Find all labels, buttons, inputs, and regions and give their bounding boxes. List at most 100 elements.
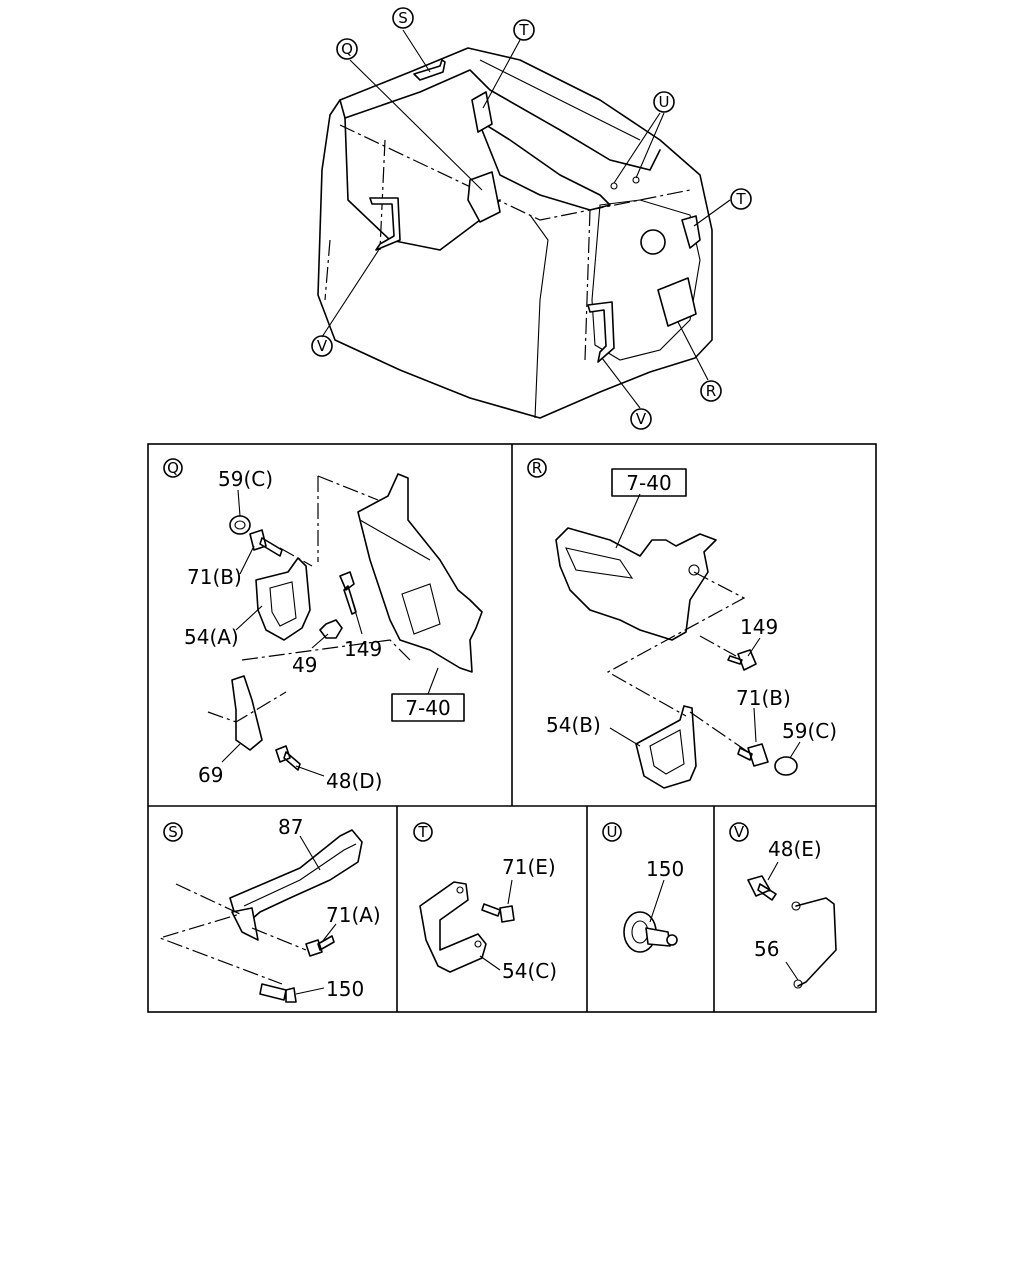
r-leader-7-40 [615, 493, 641, 549]
s-part-71a-bolt [305, 935, 335, 957]
leader-s [402, 29, 431, 73]
panel-t: T 71(E) 54(C) [413, 822, 557, 983]
r-label-71b: 71(B) [736, 686, 791, 710]
callout-s: S [392, 7, 414, 29]
s-guide-2 [251, 927, 307, 951]
overview-bracket-v-bottom [587, 301, 615, 363]
panel-v: V 48(E) 56 [729, 822, 837, 989]
q-box-7-40 [391, 693, 465, 722]
q-guide-1 [317, 475, 379, 562]
console-inner-well [477, 119, 611, 211]
r-leader-54b [609, 727, 641, 747]
r-panel-hole [688, 564, 700, 576]
leader-t-top [482, 39, 521, 109]
q-console-panel-7-40 [357, 473, 483, 673]
q-leader-49 [311, 633, 329, 649]
panel-r-letter: R [527, 458, 547, 478]
r-leader-59c [789, 741, 801, 759]
q-guide-2 [241, 639, 411, 661]
q-panel-rib [359, 519, 431, 561]
console-lower-panel [529, 214, 549, 419]
r-box-7-40 [611, 468, 687, 497]
console-ridge [479, 59, 641, 141]
q-label-49: 49 [292, 653, 317, 677]
r-label-7-40: 7-40 [626, 471, 671, 495]
r-part-54b-inner [649, 729, 685, 775]
panel-u: U 150 [602, 822, 684, 953]
s-label-87: 87 [278, 815, 303, 839]
callout-q: Q [336, 38, 358, 60]
t-leader-71e [507, 879, 513, 905]
svg-text:S: S [398, 9, 408, 27]
console-top-edge [339, 69, 661, 171]
q-leader-48d [295, 765, 325, 777]
v-part-56-strap [795, 897, 837, 987]
leader-v-bottom [601, 357, 641, 409]
s-guide-1 [158, 883, 283, 985]
console-centerline-2 [379, 139, 386, 251]
leader-u-a [613, 112, 661, 184]
s-part-87-edge [243, 843, 357, 907]
console-outline [317, 47, 713, 419]
t-label-71e: 71(E) [502, 855, 556, 879]
panel-r: R 7-40 149 71(B) 54(B) 59(C) [527, 458, 837, 789]
svg-text:S: S [168, 823, 178, 841]
r-guide-3 [689, 711, 749, 753]
overview-bracket-v-left [369, 197, 401, 251]
t-part-71e-bolt [481, 903, 515, 923]
svg-text:R: R [532, 459, 542, 477]
svg-text:V: V [636, 410, 647, 428]
q-leader-69 [221, 743, 241, 763]
q-panel-plate [401, 583, 441, 635]
callout-r: R [700, 380, 722, 402]
q-part-49-nut [319, 619, 343, 639]
r-label-59c: 59(C) [782, 719, 837, 743]
v-label-56: 56 [754, 937, 779, 961]
panel-s-letter: S [163, 822, 183, 842]
r-panel-slot [565, 547, 634, 579]
detail-grid [147, 443, 877, 1013]
svg-text:Q: Q [341, 40, 353, 58]
callout-t-top: T [513, 19, 535, 41]
panel-t-letter: T [413, 822, 433, 842]
q-label-59c: 59(C) [218, 467, 273, 491]
q-part-54a-inner [269, 581, 297, 627]
callout-u: U [653, 91, 675, 113]
s-label-150: 150 [326, 977, 364, 1001]
overview-bracket-q [467, 171, 501, 223]
console-centerline-4 [584, 209, 591, 361]
callout-v-left: V [311, 335, 333, 357]
leader-t-right [693, 199, 731, 227]
r-part-149-screw [727, 649, 757, 671]
q-guide-4 [207, 691, 287, 723]
v-label-48e: 48(E) [768, 837, 822, 861]
t-leader-54c [479, 955, 501, 971]
leader-u-b [635, 112, 665, 179]
q-part-69-bracket [231, 675, 263, 751]
u-part-150-clip [623, 911, 678, 953]
t-part-54c-hole-2 [474, 940, 482, 948]
callout-v-bottom: V [630, 408, 652, 430]
t-part-54c-hole-1 [456, 886, 464, 894]
q-label-54a: 54(A) [184, 625, 239, 649]
panel-q: Q [163, 458, 483, 793]
s-leader-87 [299, 835, 321, 871]
q-leader-149 [351, 599, 363, 635]
q-part-71b-bolt [249, 529, 283, 557]
q-label-69: 69 [198, 763, 223, 787]
leader-r [677, 321, 709, 381]
v-part-48e-bolt [747, 875, 777, 901]
v-leader-56 [785, 961, 799, 981]
svg-text:T: T [417, 823, 428, 841]
console-centerline-3 [324, 239, 331, 301]
overview-bracket-r [657, 277, 697, 327]
panel-v-letter: V [729, 822, 749, 842]
r-leader-71b [753, 707, 757, 743]
overview-illustration: S Q T U T V R V [311, 7, 752, 430]
panel-u-letter: U [602, 822, 622, 842]
svg-text:T: T [518, 21, 529, 39]
overview-clip-u-1 [610, 182, 618, 190]
t-part-54c-bracket [419, 881, 487, 973]
u-label-150: 150 [646, 857, 684, 881]
svg-text:V: V [734, 823, 745, 841]
